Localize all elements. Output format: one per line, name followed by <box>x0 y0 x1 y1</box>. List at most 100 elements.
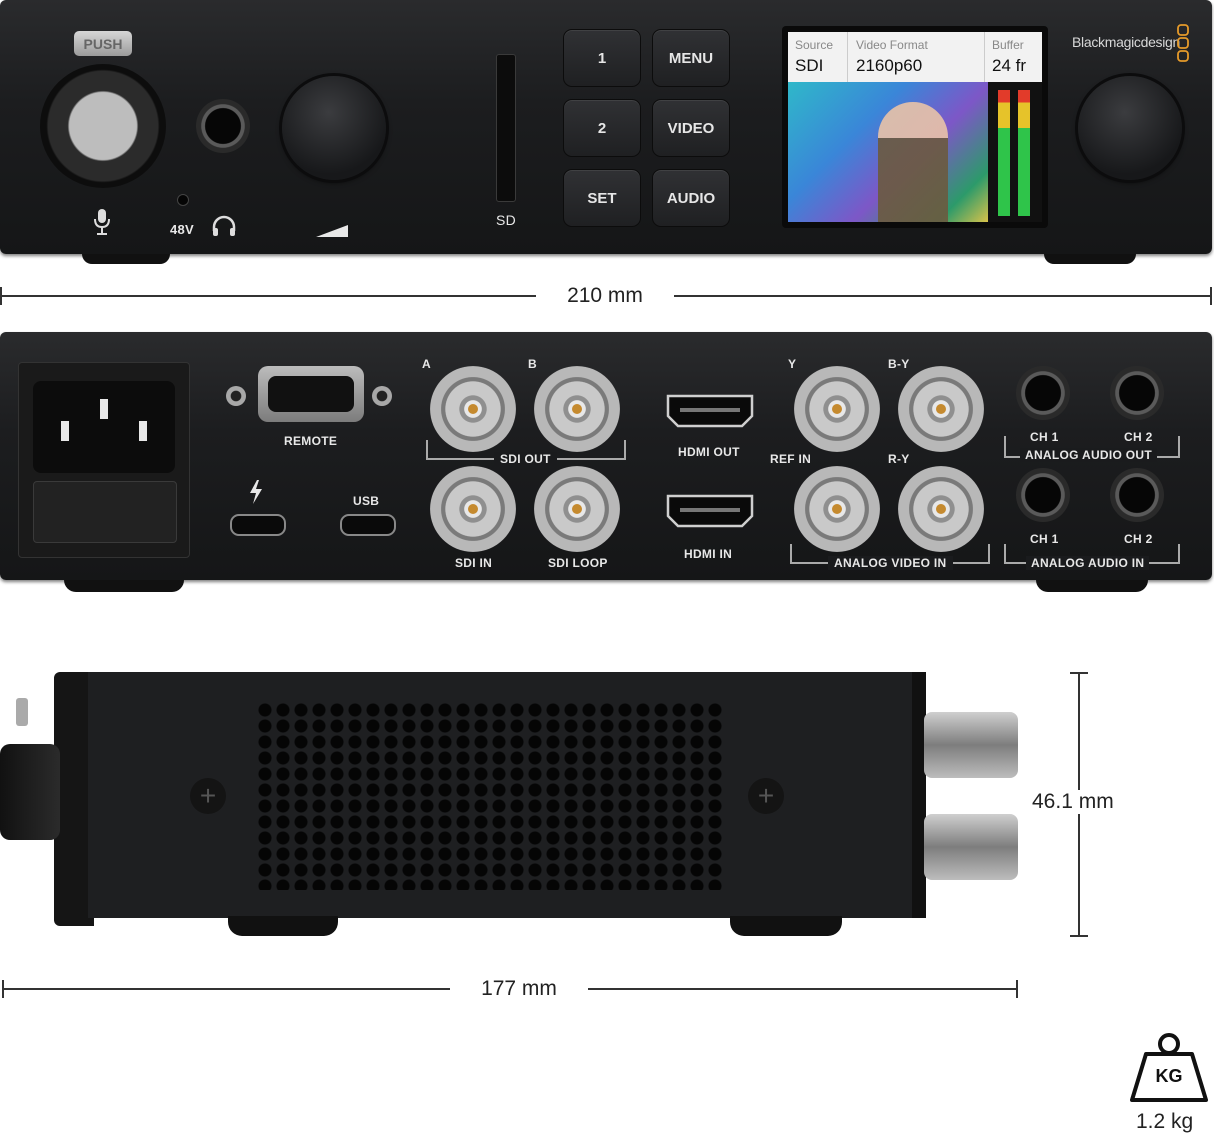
source-value: SDI <box>795 56 824 75</box>
power-pin <box>61 421 69 441</box>
video-preview-image <box>788 82 988 222</box>
usb-label: USB <box>353 494 380 508</box>
y-label: Y <box>788 357 797 371</box>
volume-ramp-icon <box>316 224 348 237</box>
lcd-divider <box>984 32 985 82</box>
sdi-out-b-connector[interactable] <box>534 366 620 452</box>
depth-dimension-label: 177 mm <box>450 977 588 1001</box>
sdi-out-label: SDI OUT <box>494 452 557 466</box>
sdi-a-label: A <box>422 357 431 371</box>
side-view-rear-plate <box>912 672 926 918</box>
audio-in-ch2-label: CH 2 <box>1124 532 1153 546</box>
ventilation-grille <box>256 702 722 890</box>
control-knob[interactable] <box>1078 76 1182 180</box>
microphone-icon <box>92 208 112 236</box>
weight-label: 1.2 kg <box>1136 1110 1194 1133</box>
power-inlet-module <box>18 362 190 558</box>
analog-audio-in-label: ANALOG AUDIO IN <box>1026 556 1150 570</box>
video-button[interactable]: VIDEO <box>652 99 730 157</box>
phantom-led <box>177 194 189 206</box>
audio-out-ch2-label: CH 2 <box>1124 430 1153 444</box>
side-view-push-tab <box>16 698 28 726</box>
button-1[interactable]: 1 <box>563 29 641 87</box>
thunderbolt-port[interactable] <box>230 514 286 536</box>
lcd-status-bar: Source SDI Video Format 2160p60 Buffer 2… <box>788 32 1042 82</box>
ref-in-connector[interactable] <box>794 466 880 552</box>
hdmi-in-port[interactable] <box>666 494 754 528</box>
buffer-value: 24 fr <box>992 56 1027 75</box>
ref-in-label: REF IN <box>770 452 812 466</box>
audio-button[interactable]: AUDIO <box>652 169 730 227</box>
audio-in-ch2-jack[interactable] <box>1110 468 1164 522</box>
sdi-in-connector[interactable] <box>430 466 516 552</box>
xlr-push-tab[interactable]: PUSH <box>74 31 132 56</box>
sdi-loop-connector[interactable] <box>534 466 620 552</box>
rear-foot-right <box>1036 580 1148 592</box>
brand-logo-mark <box>1177 24 1189 62</box>
fuse-holder[interactable] <box>33 481 177 543</box>
set-button[interactable]: SET <box>563 169 641 227</box>
sdi-out-a-connector[interactable] <box>430 366 516 452</box>
audio-meter-ch1 <box>998 90 1010 216</box>
usb-port[interactable] <box>340 514 396 536</box>
front-foot-left <box>82 254 170 264</box>
r-y-label: R-Y <box>888 452 910 466</box>
lcd-divider <box>847 32 848 82</box>
hdmi-out-label: HDMI OUT <box>678 445 740 459</box>
audio-in-ch1-jack[interactable] <box>1016 468 1070 522</box>
button-2[interactable]: 2 <box>563 99 641 157</box>
b-y-label: B-Y <box>888 357 910 371</box>
analog-audio-out-label: ANALOG AUDIO OUT <box>1020 448 1158 462</box>
chassis-screw-left: + <box>190 778 226 814</box>
hdmi-out-port[interactable] <box>666 394 754 428</box>
remote-label: REMOTE <box>284 434 338 448</box>
menu-button[interactable]: MENU <box>652 29 730 87</box>
audio-meter-ch2 <box>1018 90 1030 216</box>
audio-in-ch1-label: CH 1 <box>1030 532 1059 546</box>
audio-out-ch2-jack[interactable] <box>1110 366 1164 420</box>
remote-db9-port[interactable] <box>258 366 364 422</box>
sd-card-slot[interactable] <box>496 54 516 202</box>
analog-video-in-label: ANALOG VIDEO IN <box>828 556 953 570</box>
buffer-label: Buffer <box>992 38 1024 52</box>
weight-icon: KG <box>1128 1032 1210 1104</box>
push-label: PUSH <box>83 35 123 52</box>
sdi-b-label: B <box>528 357 537 371</box>
headphone-jack[interactable] <box>196 99 250 153</box>
weight-unit-label: KG <box>1155 1066 1183 1086</box>
xlr-input-connector[interactable] <box>40 64 166 188</box>
side-view-chassis: + + <box>88 672 914 918</box>
side-view-front-bezel <box>54 672 94 926</box>
dimension-tick <box>1070 935 1088 937</box>
y-connector[interactable] <box>794 366 880 452</box>
side-foot-right <box>730 916 842 936</box>
format-label: Video Format <box>856 38 928 52</box>
rear-foot-left <box>64 580 184 592</box>
hdmi-in-label: HDMI IN <box>684 547 733 561</box>
side-bnc-bottom <box>924 814 1018 880</box>
width-dimension-label: 210 mm <box>536 284 674 308</box>
headphones-icon <box>211 215 237 237</box>
sdi-loop-label: SDI LOOP <box>548 556 608 570</box>
lcd-screen: Source SDI Video Format 2160p60 Buffer 2… <box>782 26 1048 228</box>
phantom-power-label: 48V <box>170 222 195 237</box>
format-value: 2160p60 <box>856 56 923 75</box>
power-pin <box>139 421 147 441</box>
remote-screw-left <box>226 386 246 406</box>
remote-screw-right <box>372 386 392 406</box>
side-view-knob-edge <box>0 744 60 840</box>
b-y-connector[interactable] <box>898 366 984 452</box>
front-foot-right <box>1044 254 1136 264</box>
audio-meters <box>988 82 1042 222</box>
audio-out-ch1-jack[interactable] <box>1016 366 1070 420</box>
side-bnc-top <box>924 712 1018 778</box>
sdi-in-label: SDI IN <box>455 556 493 570</box>
source-label: Source <box>795 38 834 52</box>
thunderbolt-icon <box>248 480 264 504</box>
iec-power-inlet[interactable] <box>33 381 175 473</box>
chassis-screw-right: + <box>748 778 784 814</box>
volume-knob[interactable] <box>282 76 386 180</box>
sd-label: SD <box>496 212 517 228</box>
r-y-connector[interactable] <box>898 466 984 552</box>
front-panel: PUSH 48V SD 1 MENU 2 VIDEO SET AUDIO Sou… <box>0 0 1212 254</box>
